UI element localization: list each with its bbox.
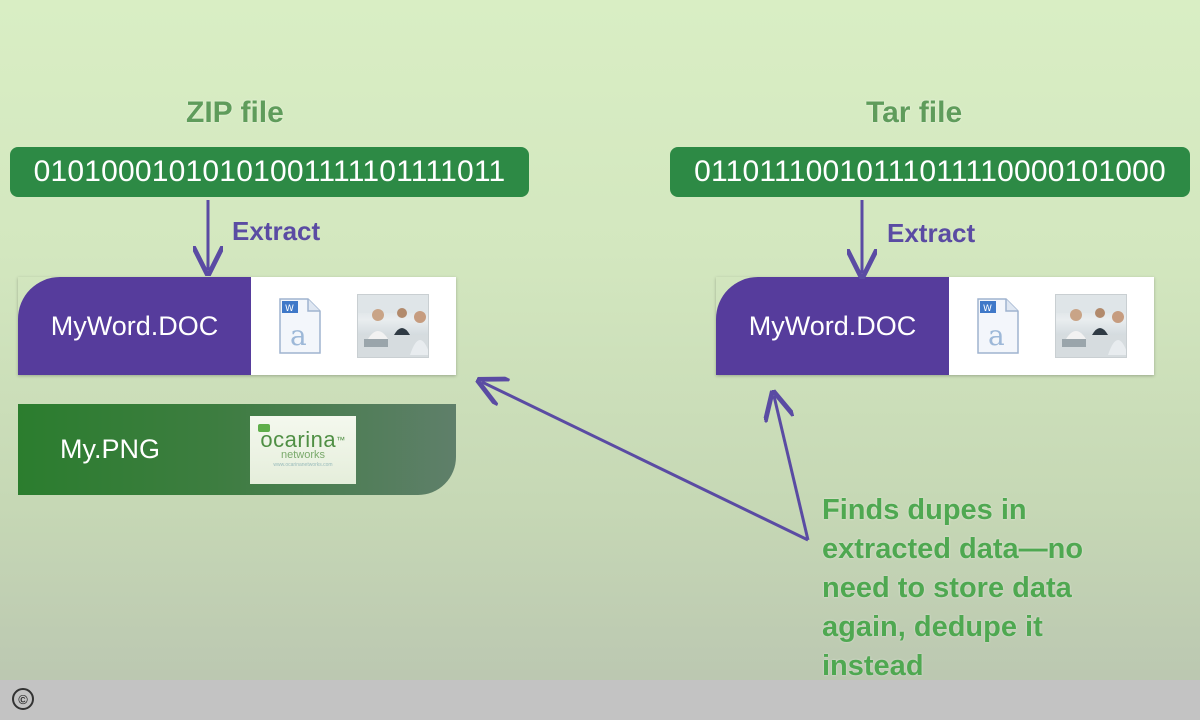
dedupe-note: Finds dupes in extracted data—no need to…	[822, 494, 1084, 682]
svg-text:a: a	[988, 319, 1005, 352]
logo-sub: networks	[280, 449, 326, 461]
word-document-icon: W a	[977, 298, 1019, 354]
zip-extract-label: Extract	[232, 216, 321, 246]
zip-bitstream: 01010001010101001111101111011	[10, 147, 529, 197]
zip-png-label: My.PNG	[60, 434, 160, 464]
zip-png-row: My.PNG ocarina™ networks www.ocarinanetw…	[18, 404, 456, 495]
tar-extract-label: Extract	[887, 218, 976, 248]
logo-word: ocarina™	[260, 427, 346, 452]
zip-file-title: ZIP file	[186, 96, 284, 129]
ocarina-networks-logo: ocarina™ networks www.ocarinanetworks.co…	[250, 415, 356, 484]
tar-doc-thumbnails: W a	[949, 277, 1154, 375]
svg-text:a: a	[290, 319, 307, 352]
zip-doc-thumbnails: W a	[251, 277, 456, 375]
copyright-icon: ©	[12, 688, 34, 710]
word-document-icon: W a	[279, 298, 321, 354]
footer-bar: ©	[0, 680, 1200, 720]
tar-bitstream: 01101110010111011110000101000	[670, 147, 1190, 197]
dupe-arrow-to-zip	[482, 382, 809, 542]
svg-text:W: W	[285, 304, 294, 314]
tar-doc-row: MyWord.DOC W a	[716, 277, 1154, 375]
meeting-photo-thumbnail	[1054, 294, 1127, 358]
zip-doc-label: MyWord.DOC	[18, 277, 251, 375]
tar-doc-label: MyWord.DOC	[716, 277, 949, 375]
zip-doc-row: MyWord.DOC W a	[18, 277, 456, 375]
logo-leaf-icon	[258, 423, 270, 432]
meeting-photo-thumbnail	[356, 294, 429, 358]
logo-url: www.ocarinanetworks.com	[273, 462, 333, 468]
dupe-arrow-to-tar	[774, 396, 810, 541]
svg-text:W: W	[983, 304, 992, 314]
tar-file-title: Tar file	[866, 96, 963, 129]
